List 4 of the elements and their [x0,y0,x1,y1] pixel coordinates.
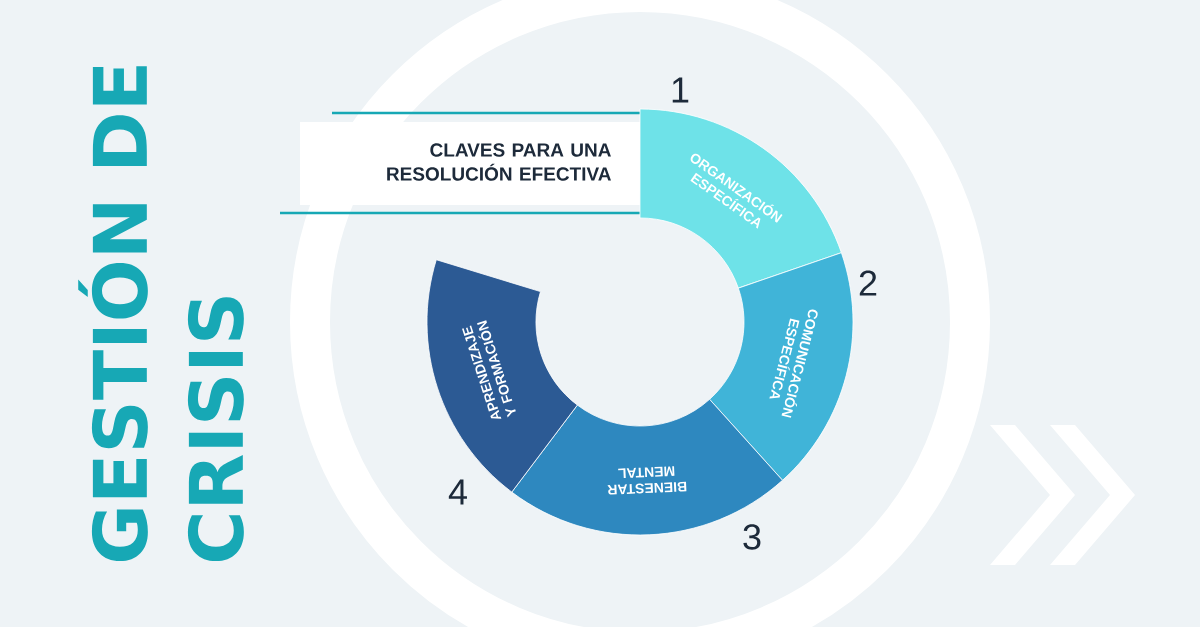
step-number: 2 [859,270,877,296]
step-number: 1 [672,77,689,103]
heading-banner: CLAVES PARA UNA RESOLUCIÓN EFECTIVA [280,111,640,215]
vertical-title: GESTIÓN DE CRISIS [78,66,244,562]
